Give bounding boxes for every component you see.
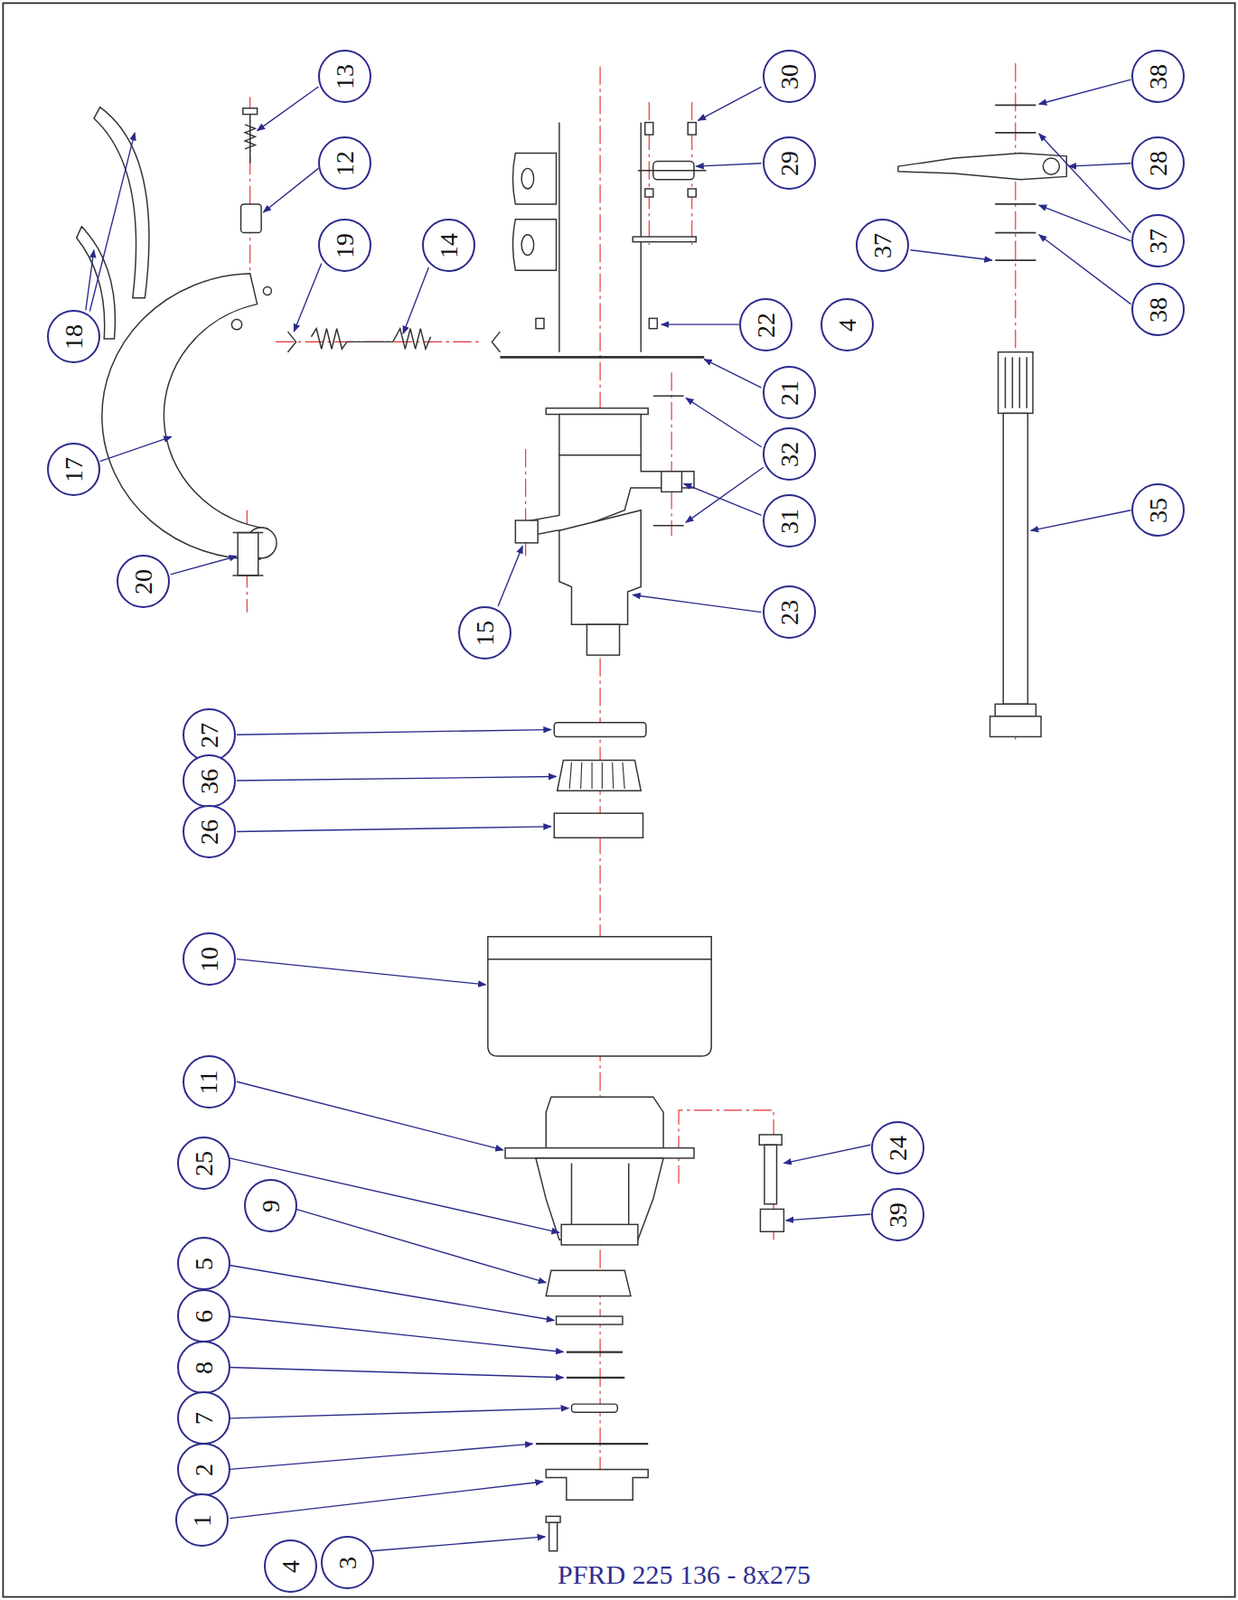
callout-number: 4 — [820, 298, 874, 352]
callout-text: 19 — [332, 233, 358, 259]
callout-number: 14 — [422, 218, 476, 272]
callout-text: 4 — [834, 318, 861, 332]
callout-number: 36 — [182, 754, 236, 808]
callout-text: 37 — [1145, 228, 1172, 254]
callout-text: 23 — [777, 600, 803, 626]
callout-number: 38 — [1131, 282, 1185, 337]
callout-text: 18 — [61, 324, 87, 350]
callout-text: 14 — [436, 233, 462, 259]
callout-number: 32 — [762, 427, 816, 481]
callout-number: 30 — [762, 49, 816, 104]
callout-number: 2 — [177, 1443, 231, 1497]
callout-number: 24 — [871, 1121, 925, 1175]
callout-text: 6 — [191, 1310, 217, 1323]
callout-text: 11 — [196, 1069, 223, 1095]
callout-text: 7 — [191, 1412, 217, 1426]
callout-number: 37 — [1131, 214, 1185, 268]
callout-text: 31 — [777, 508, 803, 535]
callout-number: 7 — [177, 1391, 231, 1445]
callout-number: 6 — [177, 1289, 231, 1343]
callout-number: 20 — [116, 554, 170, 609]
callout-number: 35 — [1131, 483, 1185, 537]
callout-text: 32 — [777, 441, 803, 468]
callout-text: 36 — [196, 769, 223, 795]
callout-text: 30 — [777, 64, 803, 90]
callout-text: 28 — [1145, 150, 1172, 177]
callout-text: 37 — [870, 233, 896, 259]
callout-number: 11 — [182, 1055, 236, 1109]
callout-number: 26 — [182, 805, 236, 859]
callout-number: 10 — [182, 932, 236, 986]
callout-number: 31 — [762, 494, 816, 548]
callout-text: 38 — [1145, 64, 1172, 90]
callout-text: 12 — [332, 150, 358, 177]
callout-number: 37 — [855, 218, 910, 272]
callout-text: 21 — [777, 380, 803, 406]
callout-number: 19 — [318, 218, 372, 272]
callout-number: 5 — [177, 1237, 231, 1291]
callout-number: 18 — [46, 309, 101, 364]
callout-text: 27 — [196, 722, 223, 749]
callout-text: 29 — [777, 150, 803, 177]
callout-number: 1 — [175, 1493, 229, 1548]
callout-text: 10 — [196, 947, 223, 973]
callout-text: 35 — [1145, 497, 1172, 524]
callout-text: 8 — [191, 1361, 217, 1375]
callout-text: 3 — [335, 1556, 361, 1570]
callout-text: 20 — [131, 569, 157, 595]
callout-number: 39 — [871, 1188, 925, 1242]
callout-number: 12 — [318, 136, 372, 190]
callout-number: 38 — [1131, 49, 1185, 104]
callout-text: 26 — [196, 819, 223, 845]
callout-text: 13 — [332, 64, 358, 90]
callout-number: 13 — [318, 49, 372, 104]
callout-number: 23 — [762, 585, 816, 639]
callout-text: 9 — [258, 1200, 284, 1213]
callout-number: 15 — [458, 606, 512, 660]
callout-number: 3 — [320, 1536, 375, 1590]
callout-text: 5 — [191, 1257, 217, 1271]
callout-number: 25 — [177, 1136, 231, 1191]
callout-number: 8 — [177, 1341, 231, 1395]
callout-number: 21 — [762, 365, 816, 420]
callout-text: 24 — [885, 1135, 911, 1162]
callout-text: 38 — [1145, 297, 1172, 323]
callout-number: 22 — [739, 298, 793, 352]
callout-text: 22 — [753, 312, 779, 338]
callout-text: 2 — [191, 1463, 217, 1477]
drawing-caption: PFRD 225 136 - 8x275 — [557, 1559, 811, 1591]
callout-text: 39 — [885, 1202, 911, 1229]
callout-number: 29 — [762, 136, 816, 190]
callout-number: 17 — [46, 442, 101, 497]
callout-text: 4 — [278, 1560, 304, 1574]
callout-number: 28 — [1131, 136, 1185, 190]
callout-number: 9 — [243, 1179, 298, 1233]
callout-text: 25 — [191, 1151, 217, 1177]
callout-text: 17 — [61, 457, 87, 483]
callout-text: 15 — [472, 620, 498, 647]
callout-number: 4 — [263, 1539, 318, 1594]
callout-text: 1 — [189, 1514, 216, 1528]
